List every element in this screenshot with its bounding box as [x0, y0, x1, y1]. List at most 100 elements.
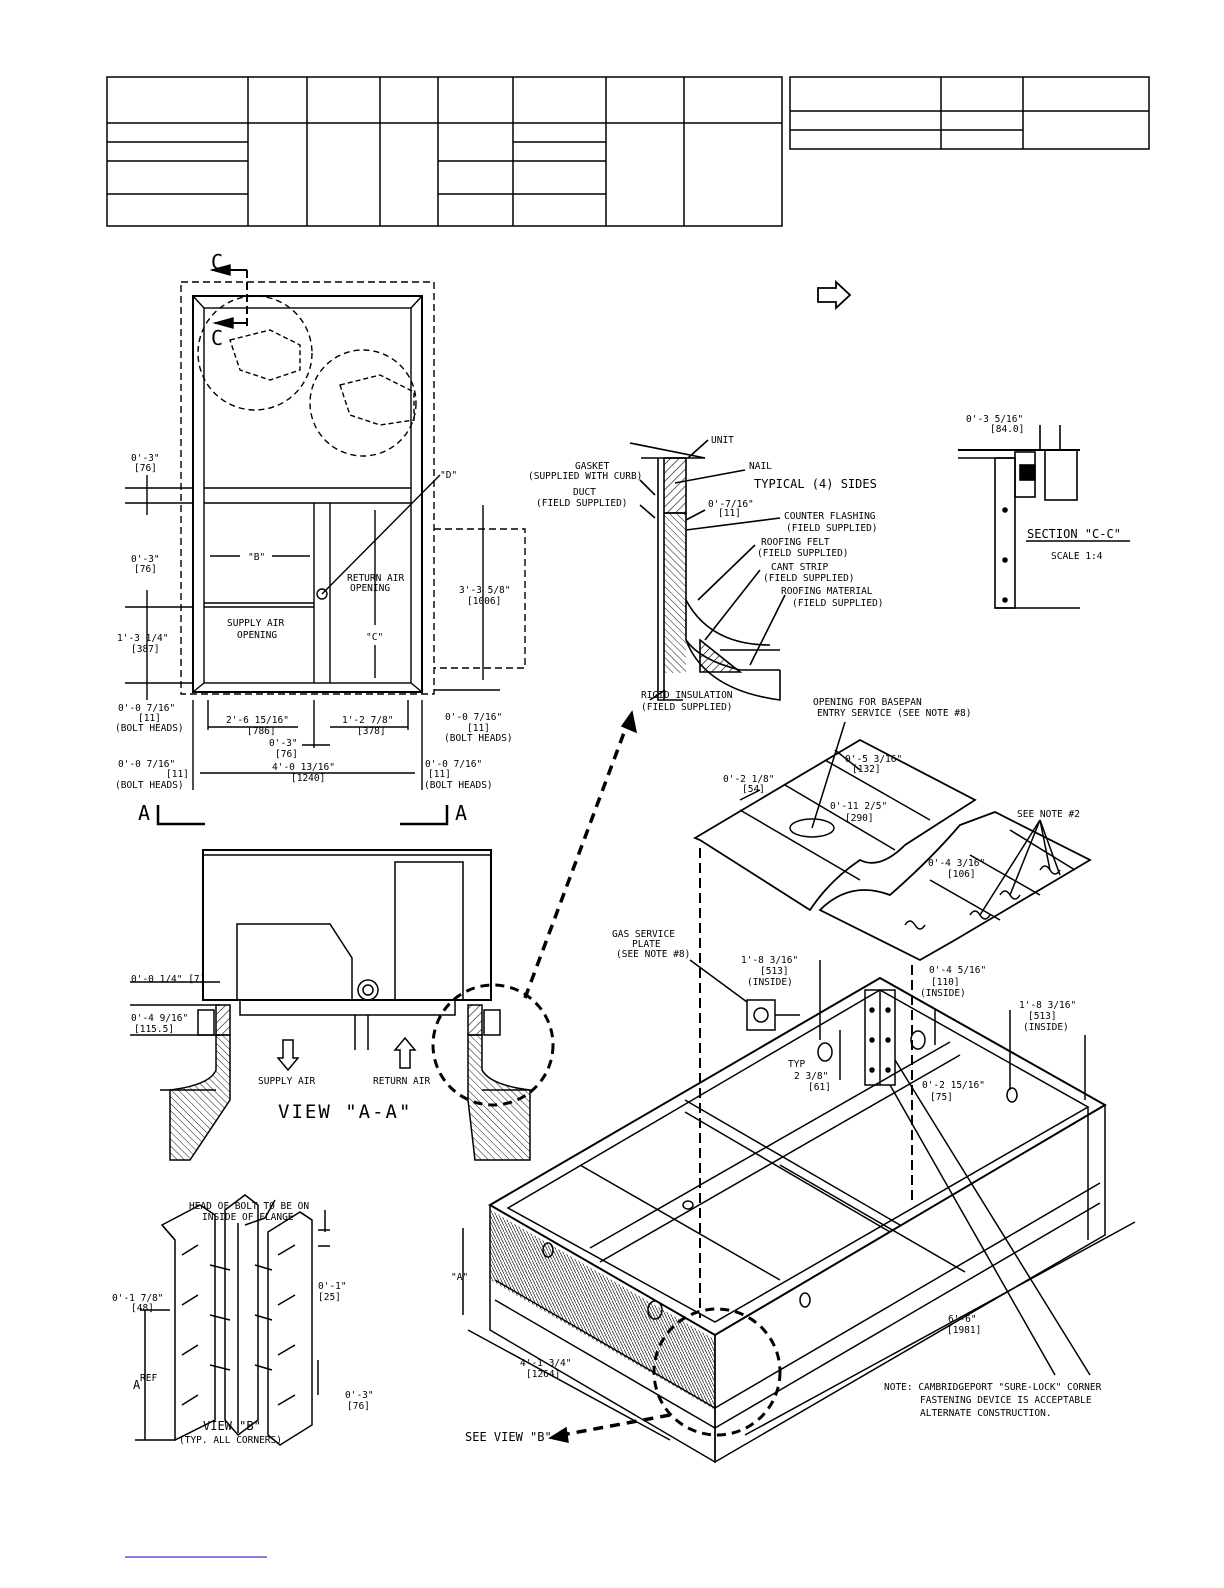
label-section-cc: SECTION "C-C" — [1027, 527, 1121, 541]
curb-flashing-detail — [629, 439, 786, 701]
label-rigid-insulation-2: (FIELD SUPPLIED) — [641, 702, 733, 713]
dim-pan-spacing: 0'-4 3/16" — [928, 858, 985, 869]
dim-curb-length-mm: [1981] — [947, 1325, 981, 1336]
label-typ-corners: (TYP. ALL CORNERS) — [179, 1435, 282, 1446]
dim-leg-mm: [48] — [131, 1303, 154, 1314]
dim-curb-length: 6'-6" — [948, 1314, 977, 1325]
basepan-panels — [692, 721, 1092, 962]
label-c: "C" — [366, 632, 383, 643]
label-cant-strip-2: (FIELD SUPPLIED) — [763, 573, 855, 584]
label-unit: UNIT — [711, 435, 734, 446]
dim-overall-width: 4'-0 13/16" — [272, 762, 335, 773]
dim-pan-offset-mm: [54] — [742, 784, 765, 795]
dim-inside-c: 1'-8 3/16" — [1019, 1000, 1076, 1011]
dim-hole-mm: [61] — [808, 1082, 831, 1093]
label-roofing-felt-2: (FIELD SUPPLIED) — [757, 548, 849, 559]
label-rigid-insulation: RIGID INSULATION — [641, 690, 733, 701]
label-a-right: A — [455, 801, 467, 825]
bolt-heads-left: (BOLT HEADS) — [115, 723, 184, 734]
dim-overall-width-mm: [1240] — [291, 773, 325, 784]
dim-flange-b: 0'-1" — [318, 1281, 347, 1292]
dim-opening-width-mm: [290] — [845, 813, 874, 824]
isometric-curb — [462, 848, 1136, 1464]
dim-section: 0'-3 5/16" — [966, 414, 1023, 425]
dim-bolt-left-mm: [11] — [138, 713, 161, 724]
dim-bolt-bottom-left: 0'-0 7/16" — [118, 759, 175, 770]
label-head-bolt-2: INSIDE OF FLANGE — [202, 1212, 294, 1223]
label-gas-plate: PLATE — [632, 939, 661, 950]
label-a-ref: A — [133, 1378, 141, 1392]
bolt-heads-bottom-right: (BOLT HEADS) — [424, 780, 493, 791]
label-roofing-material-2: (FIELD SUPPLIED) — [792, 598, 884, 609]
dim-mid-gap: 0'-3" — [131, 554, 160, 565]
note-line-2: FASTENING DEVICE IS ACCEPTABLE — [920, 1395, 1092, 1406]
view-b — [135, 1194, 330, 1446]
label-inside-a: (INSIDE) — [747, 977, 793, 988]
dim-bolt-bottom-right: 0'-0 7/16" — [425, 759, 482, 770]
label-head-bolt-1: HEAD OF BOLT TO BE ON — [189, 1201, 309, 1212]
dimension-table-left — [106, 76, 783, 227]
label-a-height: "A" — [451, 1272, 468, 1283]
title-view-b: VIEW "B" — [203, 1419, 261, 1433]
supply-air-opening-line1: SUPPLY AIR — [227, 618, 284, 629]
dim-curb-width-mm: [1264] — [526, 1369, 560, 1380]
dim-top-gap-mm: [76] — [134, 463, 157, 474]
dim-supply-height: 1'-3 1/4" — [117, 633, 168, 644]
top-view — [125, 264, 526, 826]
dim-curb-rail: 0'-4 9/16" — [131, 1013, 188, 1024]
dimension-table-right — [789, 76, 1150, 150]
label-see-note-2: SEE NOTE #2 — [1017, 809, 1080, 820]
label-a-left: A — [138, 801, 150, 825]
dim-hole-offset-mm: [75] — [930, 1092, 953, 1103]
dim-return-width: 1'-2 7/8" — [342, 715, 393, 726]
label-return-air: RETURN AIR — [373, 1076, 430, 1087]
label-gas-note: (SEE NOTE #8) — [616, 949, 690, 960]
bolt-heads-right: (BOLT HEADS) — [444, 733, 513, 744]
label-b: "B" — [248, 552, 265, 563]
dim-gasket-mm: [11] — [718, 508, 741, 519]
dim-bolt-right: 0'-0 7/16" — [445, 712, 502, 723]
note-line-1: NOTE: CAMBRIDGEPORT "SURE-LOCK" CORNER — [884, 1382, 1102, 1393]
label-gas-service: GAS SERVICE — [612, 929, 675, 940]
dim-pan-spacing-mm: [106] — [947, 869, 976, 880]
dim-hole-offset: 0'-2 15/16" — [922, 1080, 985, 1091]
dim-leg: 0'-1 7/8" — [112, 1293, 163, 1304]
dim-mid-gap-mm: [76] — [134, 564, 157, 575]
label-counter-flashing-2: (FIELD SUPPLIED) — [786, 523, 878, 534]
dim-divider: 0'-3" — [269, 738, 298, 749]
return-air-opening-line1: RETURN AIR — [347, 573, 404, 584]
supply-air-opening-line2: OPENING — [237, 630, 277, 641]
dim-hole: 2 3/8" — [794, 1071, 828, 1082]
label-gasket-1: GASKET — [575, 461, 610, 472]
dim-supply-height-mm: [387] — [131, 644, 160, 655]
dim-supply-width-mm: [786] — [247, 726, 276, 737]
dim-return-height-mm: [1006] — [467, 596, 501, 607]
label-cant-strip: CANT STRIP — [771, 562, 828, 573]
return-air-opening-line2: OPENING — [350, 583, 390, 594]
label-roofing-felt: ROOFING FELT — [761, 537, 830, 548]
label-inside-b: (INSIDE) — [920, 988, 966, 999]
dim-flange-b-mm: [25] — [318, 1292, 341, 1303]
dim-bolt-bottom-right-mm: [11] — [428, 769, 451, 780]
label-gasket-2: (SUPPLIED WITH CURB) — [528, 471, 642, 482]
dim-divider-mm: [76] — [275, 749, 298, 760]
dim-pan-edge-mm: [132] — [852, 764, 881, 775]
dim-return-width-mm: [378] — [357, 726, 386, 737]
label-duct-1: DUCT — [573, 487, 596, 498]
dim-supply-width: 2'-6 15/16" — [226, 715, 289, 726]
dim-section-mm: [84.0] — [990, 424, 1024, 435]
label-d: "D" — [440, 470, 457, 481]
bolt-heads-bottom-left: (BOLT HEADS) — [115, 780, 184, 791]
dim-bolt-spacing-mm: [76] — [347, 1401, 370, 1412]
dim-curb-width: 4'-1 3/4" — [520, 1358, 571, 1369]
label-roofing-material: ROOFING MATERIAL — [781, 586, 873, 597]
dim-flange: 0'-0 1/4" [7] — [131, 974, 205, 985]
label-c-inner: C — [211, 326, 223, 350]
dim-opening-width: 0'-11 2/5" — [830, 801, 887, 812]
dim-bolt-right-mm: [11] — [467, 723, 490, 734]
label-ref: REF — [140, 1373, 157, 1384]
dim-bolt-bottom-left-mm: [11] — [166, 769, 189, 780]
dim-pan-offset: 0'-2 1/8" — [723, 774, 774, 785]
label-counter-flashing: COUNTER FLASHING — [784, 511, 876, 522]
